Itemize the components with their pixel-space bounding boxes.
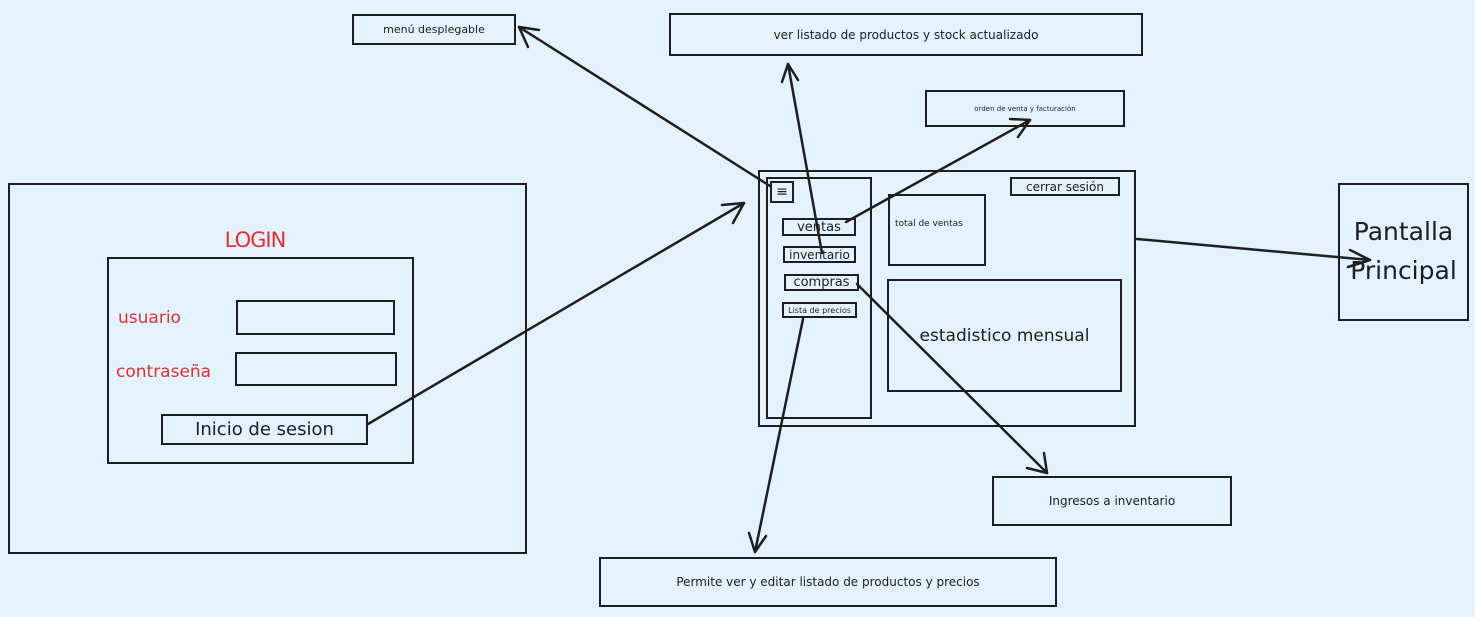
total-ventas-label: total de ventas: [895, 219, 963, 229]
note-orden-venta: orden de venta y facturación: [925, 90, 1125, 127]
sidebar-item-ventas[interactable]: ventas: [782, 218, 856, 236]
sidebar-item-lista-de-precios[interactable]: Lista de precios: [782, 302, 857, 318]
sidebar: [766, 177, 872, 419]
pantalla-line-1: Pantalla: [1353, 217, 1454, 247]
total-ventas-panel: [888, 194, 986, 266]
arrow-main-to-pantalla-note: [1135, 237, 1372, 269]
note-lista-precios: Permite ver y editar listado de producto…: [599, 557, 1057, 607]
usuario-input[interactable]: [236, 300, 395, 335]
note-ingresos-inventario: Ingresos a inventario: [992, 476, 1232, 526]
sidebar-item-compras[interactable]: compras: [784, 274, 859, 291]
sidebar-item-inventario[interactable]: inventario: [783, 246, 856, 263]
pantalla-line-2: Principal: [1350, 256, 1457, 285]
hamburger-menu-icon[interactable]: ≡: [770, 181, 794, 203]
contrasena-label: contraseña: [116, 362, 212, 382]
note-pantalla-principal: Pantalla Principal: [1338, 183, 1469, 321]
login-title: LOGIN: [224, 228, 287, 252]
usuario-label: usuario: [118, 308, 181, 328]
login-button[interactable]: Inicio de sesion: [161, 414, 368, 445]
note-listado-stock: ver listado de productos y stock actuali…: [669, 13, 1143, 56]
contrasena-input[interactable]: [235, 352, 397, 386]
estadistico-mensual-panel: estadistico mensual: [887, 279, 1122, 392]
logout-button[interactable]: cerrar sesión: [1010, 177, 1120, 196]
note-menu-desplegable: menú desplegable: [352, 14, 516, 45]
